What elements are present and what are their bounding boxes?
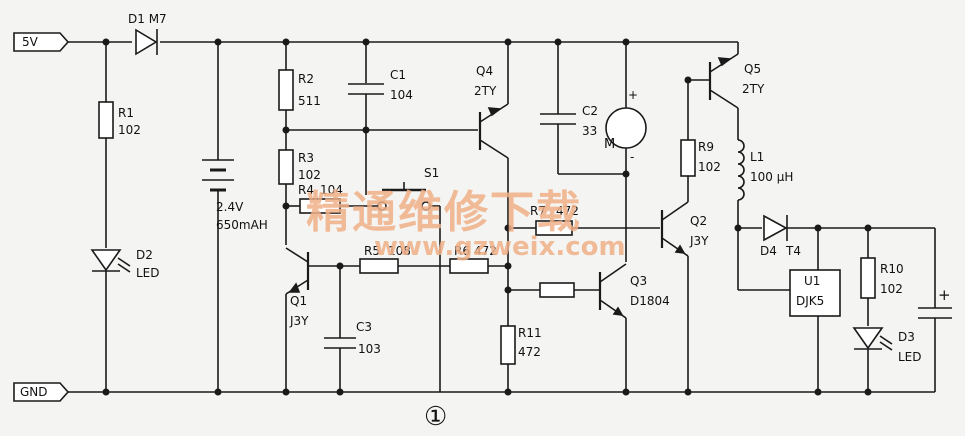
diode-d4: [763, 214, 788, 242]
capacitor-c1: [348, 83, 384, 95]
transistor-q3: [598, 263, 627, 319]
watermark-url: www.gzweix.com: [374, 232, 626, 262]
resistor-r9: [680, 139, 696, 177]
led-d3: [852, 327, 893, 351]
capacitor-c3: [324, 337, 356, 349]
label-c1: C1: [390, 68, 407, 82]
switch-s1: [377, 182, 431, 211]
label-r6-value: 472: [474, 244, 497, 258]
ic-u1: [789, 269, 841, 317]
label-q5: Q5: [744, 62, 762, 76]
port-5v: [13, 32, 70, 52]
transistor-q2: [660, 201, 689, 257]
battery: [202, 159, 234, 192]
label-output-cap-plus: +: [938, 286, 951, 304]
resistor-r2: [278, 69, 294, 111]
label-l1-value: 100 μH: [750, 170, 794, 184]
label-q4: Q4: [476, 64, 494, 78]
label-s1: S1: [424, 166, 440, 180]
label-r9: R9: [698, 140, 714, 154]
junction-dots: [102, 38, 872, 396]
label-c1-value: 104: [390, 88, 413, 102]
label-r11: R11: [518, 326, 542, 340]
label-r7: R7: [530, 204, 546, 218]
port-gnd-label: GND: [20, 385, 48, 399]
diode-d1: [135, 28, 158, 56]
label-motor-plus: +: [628, 88, 639, 102]
label-q2: Q2: [690, 214, 708, 228]
label-q5-type: 2TY: [742, 82, 765, 96]
label-r1: R1: [118, 106, 134, 120]
label-r10: R10: [880, 262, 904, 276]
resistor-q3-base: [539, 282, 575, 298]
label-d1: D1 M7: [128, 12, 167, 26]
label-r5: R5: [364, 244, 380, 258]
label-r10-value: 102: [880, 282, 903, 296]
label-d2: D2: [136, 248, 153, 262]
resistor-r10: [860, 257, 876, 299]
label-r3: R3: [298, 151, 314, 165]
led-d2: [90, 249, 131, 273]
label-l1: L1: [750, 150, 765, 164]
label-r7-value: 472: [556, 204, 579, 218]
label-r9-value: 102: [698, 160, 721, 174]
label-battery-voltage: 2.4V: [216, 200, 244, 214]
label-c3: C3: [356, 320, 373, 334]
label-r11-value: 472: [518, 345, 541, 359]
label-q2-type: J3Y: [690, 234, 709, 248]
label-battery-capacity: 650mAH: [216, 218, 268, 232]
label-r4-value: 104: [320, 183, 343, 197]
resistor-r1: [98, 101, 114, 139]
label-d4-type: T4: [786, 244, 801, 258]
label-q4-type: 2TY: [474, 84, 497, 98]
label-r4: R4: [298, 183, 314, 197]
label-q1-type: J3Y: [290, 314, 309, 328]
resistor-r11: [500, 325, 516, 365]
resistor-r3: [278, 149, 294, 185]
port-5v-label: 5V: [22, 35, 38, 49]
label-d3: D3: [898, 330, 915, 344]
label-q1: Q1: [290, 294, 308, 308]
label-c2-value: 33: [582, 124, 598, 138]
transistor-q1: [285, 247, 360, 295]
label-q3-type: D1804: [630, 294, 670, 308]
label-q3: Q3: [630, 274, 648, 288]
label-r2: R2: [298, 72, 314, 86]
label-c2: C2: [582, 104, 599, 118]
label-r3-value: 102: [298, 168, 321, 182]
label-r1-value: 102: [118, 123, 141, 137]
port-gnd: [13, 382, 70, 402]
label-u1: U1: [804, 274, 821, 288]
label-r5-value: 108: [388, 244, 411, 258]
capacitor-output: [918, 307, 952, 319]
watermark-chinese: 精通维修下载: [306, 187, 582, 238]
label-u1-type: DJK5: [796, 294, 825, 308]
transistor-q4: [478, 103, 509, 159]
label-c3-value: 103: [358, 342, 381, 356]
label-motor: M: [604, 137, 616, 152]
capacitor-c2: [540, 113, 576, 125]
label-r2-value: 511: [298, 94, 321, 108]
label-r6: R6: [454, 244, 470, 258]
transistor-q5: [688, 53, 739, 109]
label-d2-type: LED: [136, 266, 160, 280]
label-d3-type: LED: [898, 350, 922, 364]
inductor-l1: [737, 139, 745, 201]
figure-number: ①: [424, 402, 448, 432]
label-d4: D4: [760, 244, 777, 258]
label-motor-minus: -: [630, 150, 635, 164]
